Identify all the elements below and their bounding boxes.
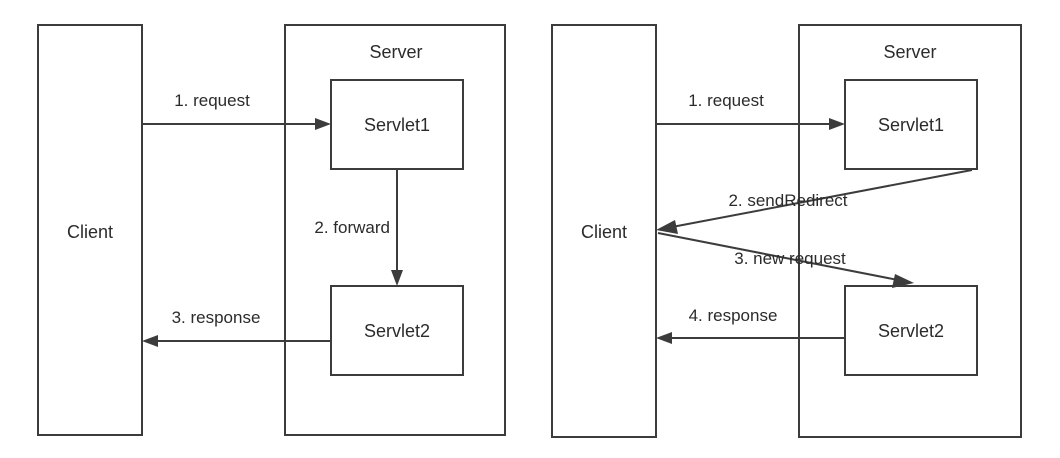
servlet2-label-sendredirect: Servlet2 [878, 321, 944, 341]
flow-label-response-sendredirect: 4. response [689, 306, 778, 325]
flow-arrow-request-sendredirect [656, 118, 845, 130]
server-label-forward: Server [369, 42, 422, 62]
flow-arrow-forward-forward [391, 169, 403, 286]
servlet1-label-sendredirect: Servlet1 [878, 115, 944, 135]
flow-arrow-sendredirect [656, 169, 973, 234]
servlet1-label-forward: Servlet1 [364, 115, 430, 135]
flow-arrow-new-request-sendredirect [657, 232, 914, 288]
flow-arrow-response-forward [142, 335, 331, 347]
servlet2-label-forward: Servlet2 [364, 321, 430, 341]
client-box-forward[interactable] [37, 24, 143, 436]
client-label-sendredirect: Client [581, 222, 627, 242]
panel-sendredirect: Client Server Servlet1 Servlet2 1. reque… [551, 24, 1022, 438]
servlet2-box-forward[interactable] [330, 285, 464, 376]
flow-arrow-request-forward [142, 118, 331, 130]
servlet1-box-sendredirect[interactable] [844, 79, 978, 170]
servlet2-box-sendredirect[interactable] [844, 285, 978, 376]
server-label-sendredirect: Server [883, 42, 936, 62]
flow-label-new-request-sendredirect: 3. new request [734, 249, 846, 268]
flow-arrow-response-sendredirect [656, 332, 845, 344]
client-box-sendredirect[interactable] [551, 24, 657, 438]
flow-label-response-forward: 3. response [172, 308, 261, 327]
flow-label-request-sendredirect: 1. request [688, 91, 764, 110]
client-label-forward: Client [67, 222, 113, 242]
flow-label-sendredirect: 2. sendRedirect [728, 191, 847, 210]
servlet1-box-forward[interactable] [330, 79, 464, 170]
flow-label-forward-forward: 2. forward [314, 218, 390, 237]
flow-label-request-forward: 1. request [174, 91, 250, 110]
panel-forward: Client Server Servlet1 Servlet2 1. reque… [37, 24, 506, 436]
